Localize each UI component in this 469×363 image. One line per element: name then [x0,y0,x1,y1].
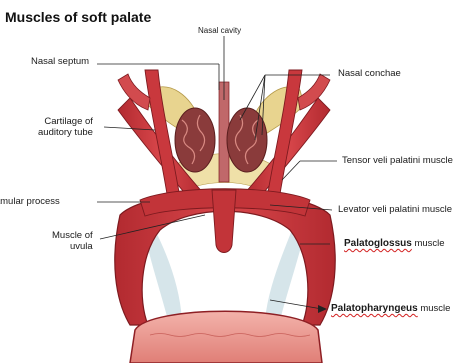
label-palatopharyngeus: Palatopharyngeus muscle [331,303,450,314]
label-nasal-conchae: Nasal conchae [338,68,401,79]
label-levator: Levator veli palatini muscle [338,204,452,215]
uvula-muscle [212,190,236,253]
label-cartilage: Cartilage of auditory tube [38,116,93,138]
label-hamular: Hamular process [0,196,60,207]
label-uvula: Muscle of uvula [52,230,93,252]
label-cartilage-line2: auditory tube [38,127,93,138]
label-uvula-line2: uvula [70,241,93,252]
label-tensor: Tensor veli palatini muscle [342,155,453,166]
label-nasal-septum: Nasal septum [31,56,89,67]
label-uvula-line1: Muscle of [52,230,93,241]
concha-left [175,108,215,172]
label-palatopharyngeus-suffix: muscle [418,303,451,314]
tongue [130,311,322,363]
diagram-title: Muscles of soft palate [5,9,151,25]
label-cartilage-line1: Cartilage of [44,116,93,127]
label-nasal-cavity: Nasal cavity [198,25,241,36]
label-palatoglossus-name: Palatoglossus [344,238,412,249]
label-palatoglossus: Palatoglossus muscle [344,238,445,249]
label-palatopharyngeus-name: Palatopharyngeus [331,303,418,314]
label-palatoglossus-suffix: muscle [412,238,445,249]
